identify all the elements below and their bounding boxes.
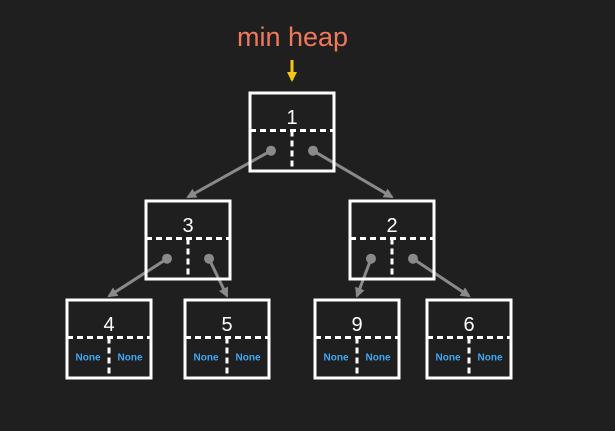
left-child-label: None xyxy=(194,352,219,363)
edge-n3-n4 xyxy=(107,257,168,298)
node-value: 5 xyxy=(221,314,232,336)
right-child-label: None xyxy=(366,352,391,363)
node-value: 3 xyxy=(182,215,193,237)
edge-n2-n6 xyxy=(412,257,471,298)
left-child-label: None xyxy=(436,352,461,363)
edge-n2-n9 xyxy=(355,258,373,298)
left-child-label: None xyxy=(76,352,101,363)
right-child-label: None xyxy=(118,352,143,363)
edge-n1-n3 xyxy=(186,149,272,199)
node-value: 9 xyxy=(351,314,362,336)
node-n1: 1 xyxy=(248,91,336,173)
edge-n1-n2 xyxy=(312,149,394,199)
node-value: 2 xyxy=(386,215,397,237)
node-n2: 2 xyxy=(348,199,436,281)
node-value: 6 xyxy=(463,314,474,336)
node-value: 4 xyxy=(103,314,114,336)
edge-n3-n5 xyxy=(207,258,229,298)
node-value: 1 xyxy=(286,107,297,129)
right-child-label: None xyxy=(236,352,261,363)
diagram-title: min heap xyxy=(236,22,349,52)
right-child-label: None xyxy=(478,352,503,363)
node-n3: 3 xyxy=(144,199,232,281)
left-child-label: None xyxy=(324,352,349,363)
